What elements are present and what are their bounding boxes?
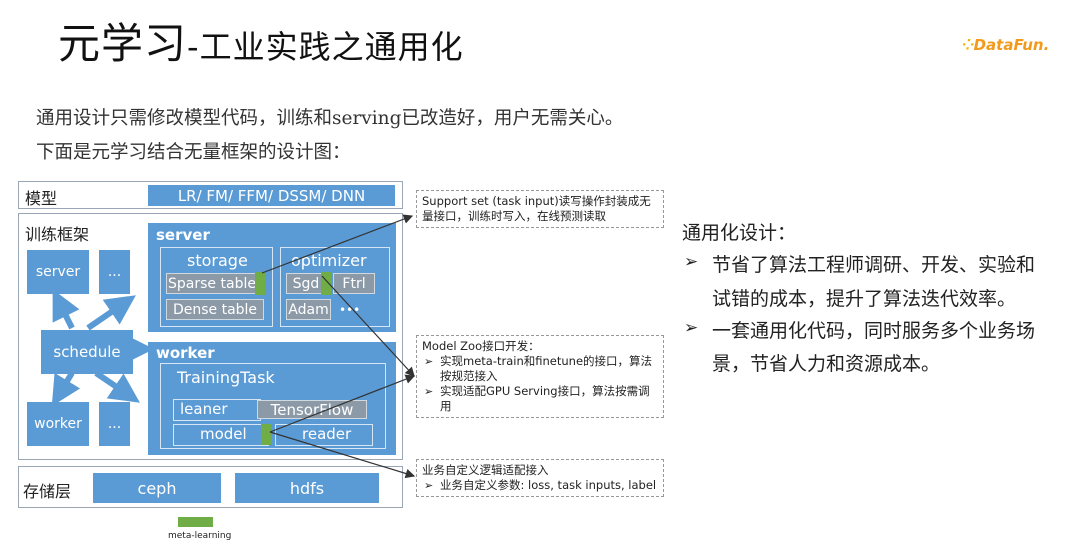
optimizer-group: optimizer Sgd Ftrl Adam •••: [280, 247, 390, 327]
storage-group: storage Sparse table Dense table: [160, 247, 273, 327]
model-zoo-note-item-1: 实现meta-train和finetune的接口，算法按规范接入: [422, 354, 658, 384]
storage-layer-label: 存储层: [23, 482, 72, 501]
page-title: 元学习-工业实践之通用化: [58, 10, 464, 71]
sgd-meta-marker: [321, 272, 331, 295]
datafun-logo: ⁘DataFun.: [962, 36, 1050, 54]
arrow-schedule-to-worker: [51, 371, 81, 407]
worker-ellipsis: ...: [99, 402, 130, 446]
model-label: 模型: [25, 189, 58, 208]
model-layer: 模型 LR/ FM/ FFM/ DSSM/ DNN: [18, 181, 403, 209]
intro-line-1: 通用设计只需修改模型代码，训练和serving已改造好，用户无需关心。: [36, 108, 624, 129]
reader-cell: reader: [275, 424, 373, 446]
training-framework-label: 训练框架: [25, 225, 90, 244]
dense-table: Dense table: [166, 299, 264, 320]
arrow-schedule-to-server-more: [86, 295, 136, 331]
training-task-label: TrainingTask: [177, 368, 275, 387]
hdfs-node: hdfs: [235, 473, 379, 503]
schedule-node: schedule: [41, 330, 133, 374]
schedule-arrows: [51, 289, 154, 407]
optimizer-label: optimizer: [291, 251, 367, 270]
bullet-arrow-icon-2: ➢: [684, 318, 699, 338]
server-header: server: [156, 226, 210, 244]
model-zoo-note-item-2: 实现适配GPU Serving接口，算法按需调用: [422, 384, 658, 414]
note-connectors: [261, 214, 416, 479]
business-note-item-1: 业务自定义参数: loss, task inputs, label: [422, 478, 658, 493]
legend-swatch: [178, 517, 213, 527]
training-framework-layer: 训练框架 server ... schedule worker ... serv…: [18, 213, 403, 460]
worker-node: worker: [27, 402, 89, 446]
model-zoo-note-title: Model Zoo接口开发：: [422, 339, 540, 353]
arrow-model-to-biz-note: [269, 431, 416, 479]
bullet-arrow-icon-1: ➢: [684, 252, 699, 272]
ceph-node: ceph: [93, 473, 221, 503]
storage-label: storage: [187, 251, 248, 270]
right-bullet-1-line-1: 节省了算法工程师调研、开发、实验和: [712, 254, 1036, 276]
right-bullet-2-line-2: 景，节省人力和资源成本。: [712, 353, 941, 375]
server-ellipsis: ...: [99, 250, 130, 294]
logo-dots-icon: ⁘: [962, 36, 975, 54]
arrow-sparse-to-support-note: [261, 214, 414, 274]
arrow-sgd-to-zoo-note: [321, 275, 415, 377]
sgd-cell: Sgd: [286, 273, 326, 294]
intro-line-2: 下面是元学习结合无量框架的设计图：: [36, 142, 351, 163]
model-content: LR/ FM/ FFM/ DSSM/ DNN: [148, 185, 395, 206]
arrow-schedule-to-worker-more: [94, 370, 140, 403]
support-set-note: Support set (task input)读写操作封装成无量接口，训练时写…: [416, 190, 664, 228]
sparse-table-meta-marker: [255, 272, 265, 295]
support-set-note-text: Support set (task input)读写操作封装成无量接口，训练时写…: [422, 194, 651, 223]
business-note-title: 业务自定义逻辑适配接入: [422, 463, 549, 477]
storage-layer: 存储层 ceph hdfs: [18, 466, 403, 508]
ftrl-cell: Ftrl: [333, 273, 375, 294]
right-bullet-1-line-2: 试错的成本，提升了算法迭代效率。: [712, 288, 1017, 310]
right-bullet-2-line-1: 一套通用化代码，同时服务多个业务场: [712, 320, 1036, 342]
server-node: server: [27, 250, 89, 294]
server-block: server storage Sparse table Dense table …: [148, 223, 396, 332]
optimizer-more-dots: •••: [339, 303, 361, 317]
arrow-model-to-zoo-note: [269, 374, 416, 433]
business-note: 业务自定义逻辑适配接入 业务自定义参数: loss, task inputs, …: [416, 459, 664, 497]
arrow-schedule-to-server: [52, 289, 80, 330]
adam-cell: Adam: [286, 299, 331, 320]
title-sub: -工业实践之通用化: [187, 28, 464, 66]
right-heading: 通用化设计：: [682, 222, 797, 244]
worker-header: worker: [156, 344, 215, 362]
legend-label: meta-learning: [168, 531, 232, 541]
model-zoo-note: Model Zoo接口开发： 实现meta-train和finetune的接口，…: [416, 335, 664, 418]
title-main: 元学习: [58, 19, 188, 68]
model-meta-marker: [261, 424, 271, 445]
